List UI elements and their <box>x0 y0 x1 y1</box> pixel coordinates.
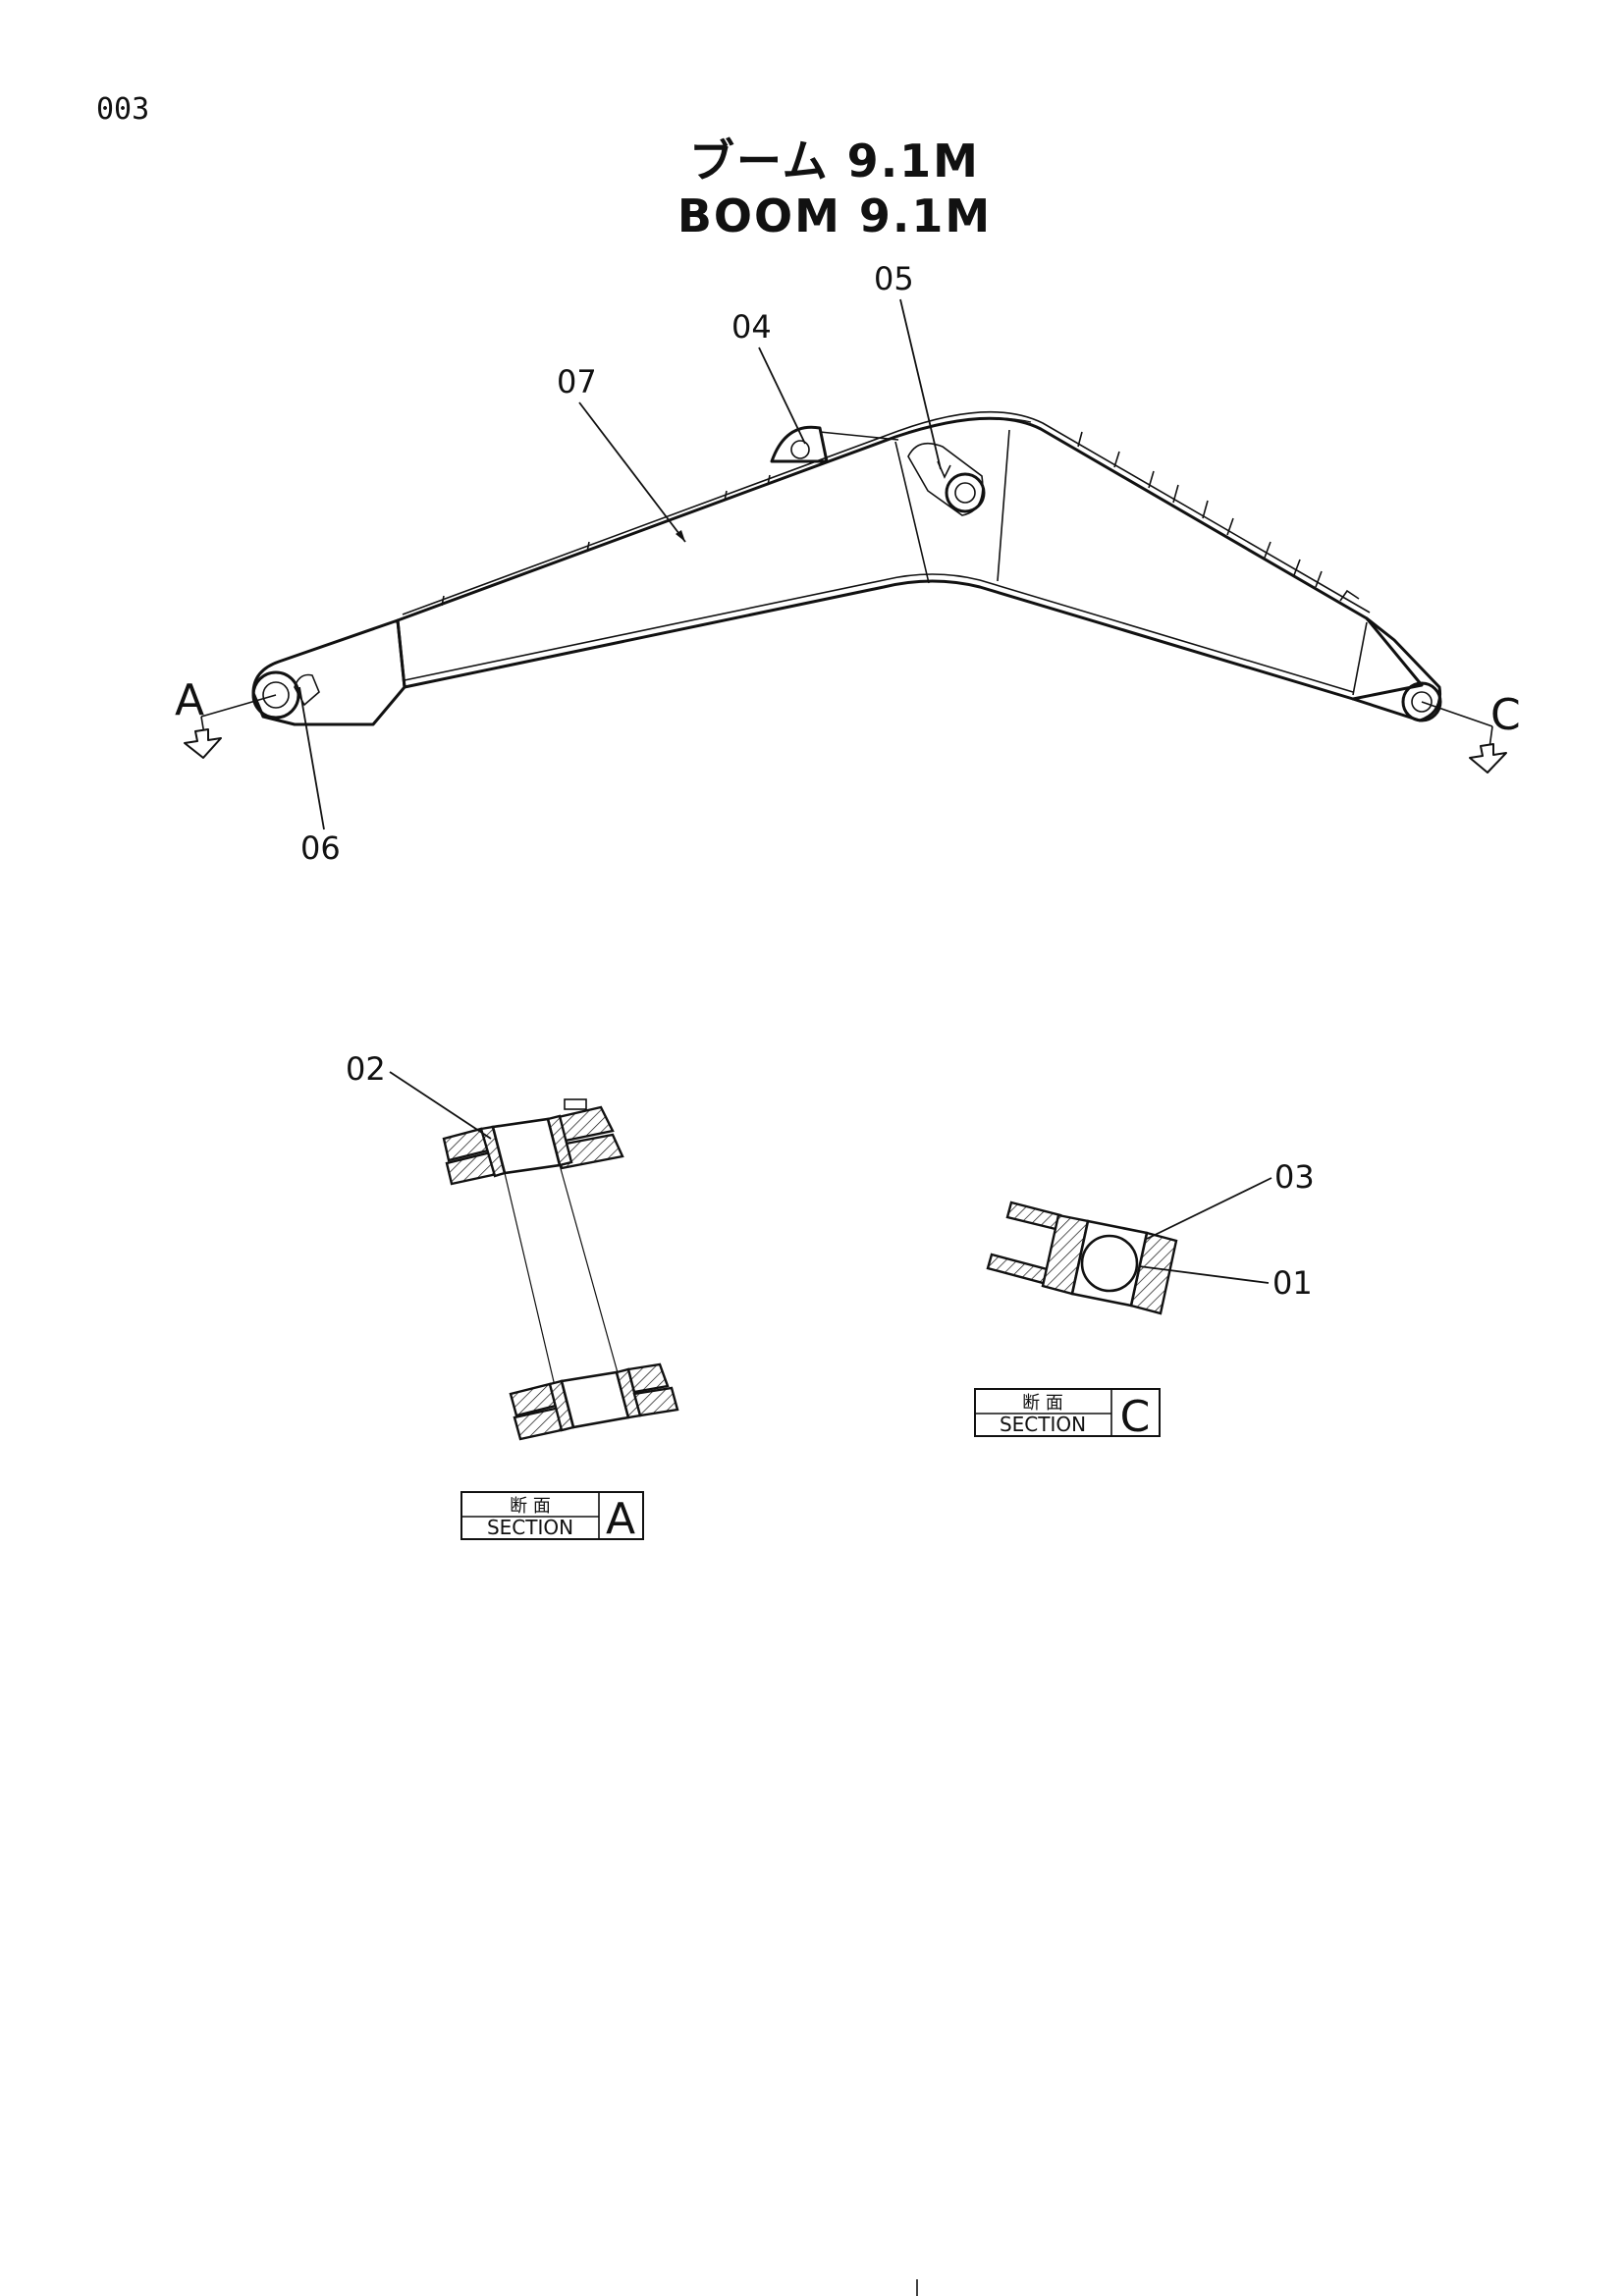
callout-04: 04 <box>731 308 772 346</box>
callout-07: 07 <box>557 363 597 400</box>
section-c-label: 断 面 SECTION C <box>974 1388 1161 1442</box>
section-c-letter: C <box>1120 1392 1151 1442</box>
callout-07-group: 07 <box>557 363 686 543</box>
section-a-shaft-right <box>559 1164 620 1377</box>
section-c-detail: 03 01 <box>986 1158 1315 1315</box>
top-bracket-04 <box>770 425 829 463</box>
section-c-pin <box>1080 1234 1139 1293</box>
section-a-bottom-plate-right <box>626 1362 670 1394</box>
title-english: BOOM 9.1M <box>677 189 992 242</box>
section-marker-a: A <box>175 675 204 725</box>
foot-pin-inner <box>262 681 290 709</box>
callout-04-group: 04 <box>731 308 806 445</box>
section-c-english: SECTION <box>1000 1413 1086 1436</box>
section-arrow-a: A <box>175 675 277 759</box>
callout-01: 01 <box>1272 1264 1313 1302</box>
callout-03: 03 <box>1274 1158 1315 1196</box>
arm-pin-outer <box>1401 681 1442 722</box>
section-a-bottom-plate-right-lower <box>632 1386 679 1417</box>
boom-joint-line-1 <box>894 441 930 584</box>
flange-tabs <box>441 431 1360 607</box>
foot-boss <box>294 673 320 707</box>
boom-lower-flange-line <box>404 573 1354 693</box>
cylinder-pin-inner <box>954 482 976 504</box>
boom-drawing <box>251 410 1442 726</box>
section-arrow-c: C <box>1421 690 1521 774</box>
cylinder-pin-outer <box>945 472 986 513</box>
section-a-english: SECTION <box>487 1516 573 1539</box>
boom-upper-flange-line <box>402 410 1371 615</box>
section-a-letter: A <box>606 1494 635 1544</box>
boom-top-edge <box>907 417 1032 433</box>
boom-arm-bracket <box>1351 616 1442 722</box>
section-c-plate-lower <box>986 1253 1053 1286</box>
callout-05-group: 05 <box>874 260 942 470</box>
section-a-top-pin <box>491 1117 562 1175</box>
section-c-plate-upper <box>1005 1201 1062 1231</box>
section-a-japanese: 断 面 <box>510 1496 551 1517</box>
title-japanese: ブーム 9.1M <box>689 134 980 187</box>
section-c-japanese: 断 面 <box>1022 1393 1063 1414</box>
section-a-shaft-left <box>504 1172 556 1387</box>
top-bracket-04-hole <box>790 440 810 459</box>
boom-joint-line-2 <box>997 429 1010 582</box>
callout-06-group: 06 <box>298 686 341 867</box>
top-bracket-04-link <box>819 431 899 441</box>
section-marker-c: C <box>1490 690 1521 740</box>
boom-joint-line-3 <box>1352 621 1368 696</box>
callout-05: 05 <box>874 260 914 297</box>
page-number: 003 <box>96 92 149 127</box>
callout-06: 06 <box>300 829 341 867</box>
section-a-detail: 02 <box>346 1050 679 1441</box>
arm-pin-inner <box>1411 691 1433 713</box>
section-a-label: 断 面 SECTION A <box>460 1491 644 1544</box>
callout-02: 02 <box>346 1050 386 1088</box>
cylinder-boss-outline <box>907 442 984 516</box>
